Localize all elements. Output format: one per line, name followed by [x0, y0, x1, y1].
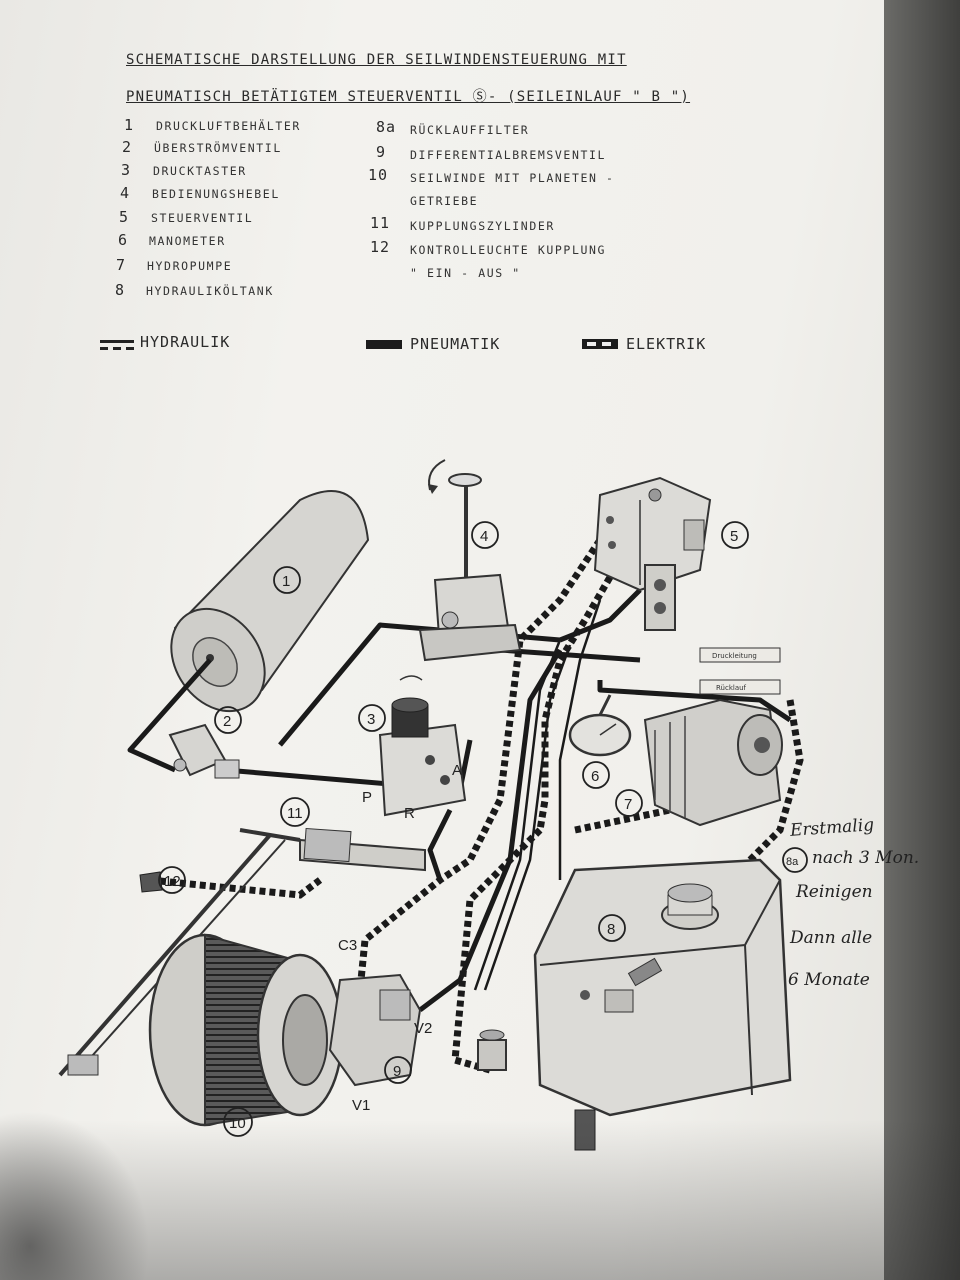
legend-pneumatik-label: PNEUMATIK [410, 335, 501, 353]
callout-labels: 1 2 3 4 5 6 7 8 9 10 11 12 8a P A R C3 V… [164, 528, 799, 1132]
callout-5: 5 [730, 528, 738, 545]
page-edge-shadow [884, 0, 960, 1280]
part-number: 11 [370, 214, 391, 232]
compressed-air-tank [170, 490, 370, 713]
operating-lever [418, 459, 522, 662]
control-valve [593, 476, 712, 631]
part-number: 8 [115, 281, 126, 299]
finger-shadow [0, 1110, 150, 1280]
port-v1: V1 [352, 1097, 370, 1114]
push-button-valve [378, 675, 467, 817]
port-a: A [452, 762, 462, 779]
relief-valve [168, 723, 240, 779]
legend-elektrik-label: ELEKTRIK [626, 335, 707, 353]
manometer [568, 694, 632, 757]
callout-6: 6 [591, 768, 599, 785]
bottom-shadow [0, 1120, 960, 1280]
callout-10: 10 [229, 1115, 246, 1132]
port-v2: V2 [414, 1020, 432, 1037]
part-number: 1 [124, 116, 135, 134]
part-label: DIFFERENTIALBREMSVENTIL [410, 148, 607, 162]
port-p: P [362, 789, 372, 806]
part-label: SEILWINDE MIT PLANETEN - [410, 171, 615, 185]
differential-brake-valve [328, 973, 422, 1087]
pipe-tag-pressure: Druckleitung [712, 652, 757, 660]
hydraulic-lines [473, 599, 602, 991]
part-number: 4 [120, 184, 131, 202]
part-number: 6 [118, 231, 129, 249]
callout-8: 8 [607, 921, 615, 938]
callout-3: 3 [367, 711, 375, 728]
handwritten-line-5: 6 Monate [788, 970, 870, 990]
part-label: HYDROPUMPE [147, 259, 233, 273]
legend-hydraulik-label: HYDRAULIK [140, 333, 231, 351]
pipe-tag-return: Rücklauf [716, 684, 747, 692]
pipe-tags: Druckleitung Rücklauf [699, 647, 781, 695]
part-number: 12 [370, 238, 391, 256]
handwritten-line-4: Dann alle [790, 928, 873, 948]
handwritten-line-2: nach 3 Mon. [812, 848, 920, 868]
part-number: 7 [116, 256, 127, 274]
electric-lines [149, 538, 804, 1074]
part-label: HYDRAULIKÖLTANK [146, 284, 274, 298]
part-number: 2 [122, 138, 133, 156]
title-line-1: SCHEMATISCHE DARSTELLUNG DER SEILWINDENS… [126, 52, 627, 68]
winch-drum [148, 933, 344, 1127]
part-label: BEDIENUNGSHEBEL [152, 187, 280, 201]
shutoff-valve [477, 1029, 507, 1071]
callout-12: 12 [164, 873, 181, 890]
callout-8a: 8a [786, 856, 799, 868]
part-label: KONTROLLEUCHTE KUPPLUNG [410, 243, 607, 257]
hydraulic-oil-tank [533, 858, 792, 1151]
part-number: 8a [376, 118, 397, 136]
part-label: DRUCKTASTER [153, 164, 247, 178]
part-number: 3 [121, 161, 132, 179]
part-label: RÜCKLAUFFILTER [410, 123, 530, 137]
part-label: " EIN - AUS " [410, 266, 521, 280]
control-lamp [58, 833, 286, 1077]
port-r: R [404, 805, 415, 822]
callout-2: 2 [223, 713, 231, 730]
part-label: KUPPLUNGSZYLINDER [410, 219, 555, 233]
callout-9: 9 [393, 1063, 401, 1080]
callout-4: 4 [480, 528, 488, 545]
callouts [158, 521, 808, 1137]
port-c3: C3 [338, 937, 357, 954]
hydro-pump [643, 698, 783, 827]
callout-1: 1 [282, 573, 290, 590]
part-label: STEUERVENTIL [151, 211, 254, 225]
title-line-2: PNEUMATISCH BETÄTIGTEM STEUERVENTIL Ⓢ- (… [126, 89, 691, 105]
part-number: 9 [376, 143, 387, 161]
part-label: MANOMETER [149, 234, 226, 248]
callout-7: 7 [624, 796, 632, 813]
part-number: 10 [368, 166, 389, 184]
callout-11: 11 [287, 805, 303, 822]
part-label: DRUCKLUFTBEHÄLTER [156, 119, 301, 133]
part-label: ÜBERSTRÖMVENTIL [154, 141, 282, 155]
return-filter [661, 883, 719, 930]
part-number: 5 [119, 208, 130, 226]
part-label: GETRIEBE [410, 194, 479, 208]
handwritten-line-3: Reinigen [796, 882, 873, 902]
